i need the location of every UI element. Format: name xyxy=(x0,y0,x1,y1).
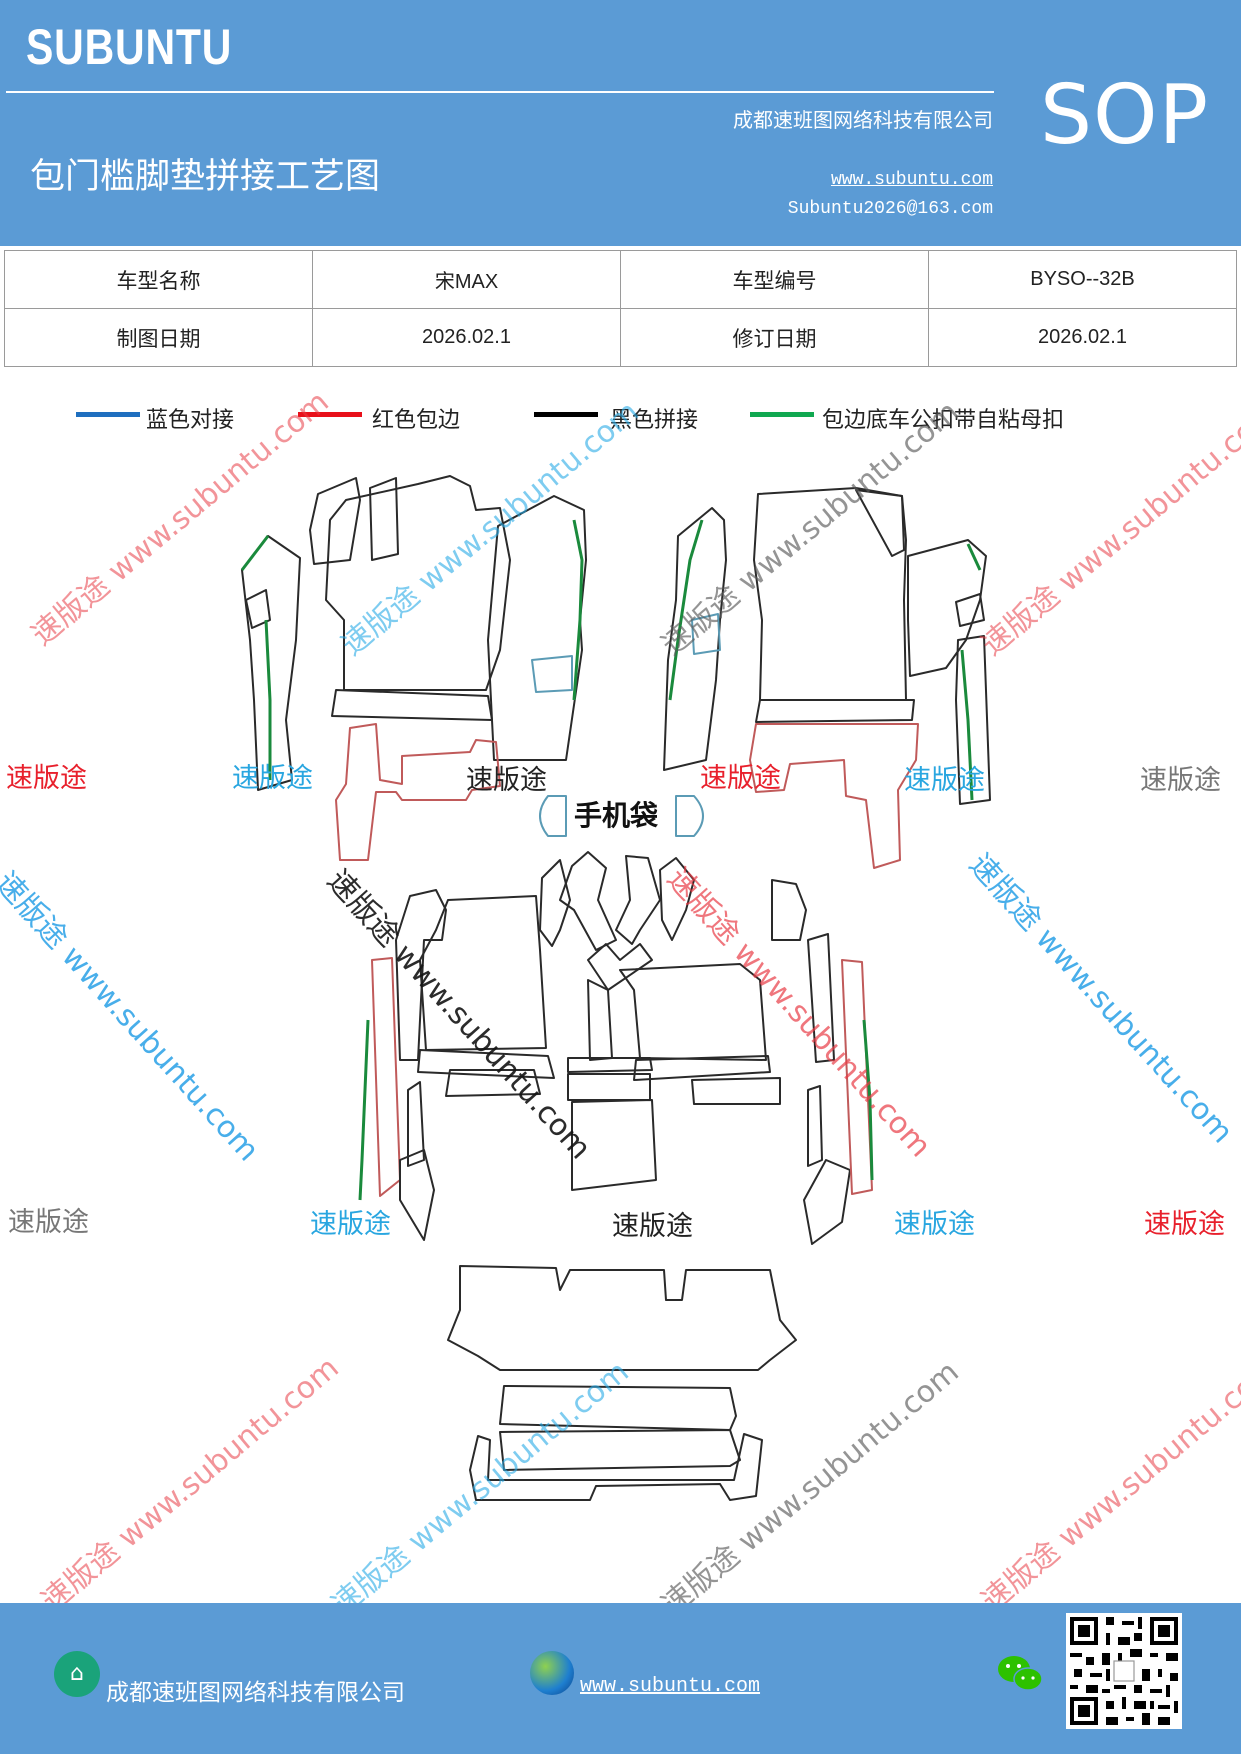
document-title: 包门槛脚垫拼接工艺图 xyxy=(30,157,381,197)
legend-item-red: 红色包边 xyxy=(298,404,478,434)
footer-company: 成都速班图网络科技有限公司 xyxy=(106,1680,405,1706)
qr-code xyxy=(1066,1613,1182,1729)
header-banner: SUBUNTU 成都速班图网络科技有限公司 包门槛脚垫拼接工艺图 www.sub… xyxy=(0,0,1241,246)
table-cell: 修订日期 xyxy=(620,308,929,367)
table-cell: 车型名称 xyxy=(4,250,313,309)
floor-mat-diagram xyxy=(240,475,991,1501)
legend-label: 红色包边 xyxy=(372,408,461,433)
legend-label: 蓝色对接 xyxy=(146,408,235,433)
legend-item-green: 包边底车公扣带自粘母扣 xyxy=(750,404,1150,434)
brand-logo: SUBUNTU xyxy=(26,19,233,75)
footer-url-link[interactable]: www.subuntu.com xyxy=(580,1675,761,1698)
middle-row-mat-group xyxy=(371,851,873,1245)
legend-label: 包边底车公扣带自粘母扣 xyxy=(822,408,1065,433)
table-cell: 2026.02.1 xyxy=(928,308,1237,367)
footer-banner: ⌂ 成都速班图网络科技有限公司 www.subuntu.com xyxy=(0,1603,1241,1754)
green-edge-markers xyxy=(240,519,982,1201)
globe-icon xyxy=(530,1651,574,1695)
front-right-mat-group xyxy=(663,487,991,869)
table-cell: 制图日期 xyxy=(4,308,313,367)
table-row: 车型名称 宋MAX 车型编号 BYSO--32B xyxy=(4,250,1237,309)
header-url-link[interactable]: www.subuntu.com xyxy=(830,170,993,190)
rear-mat-group xyxy=(447,1265,797,1501)
wechat-icon[interactable] xyxy=(996,1653,1044,1695)
legend-swatch xyxy=(750,412,814,417)
legend-swatch xyxy=(534,412,598,417)
legend-swatch xyxy=(76,412,140,417)
vehicle-info-table: 车型名称 宋MAX 车型编号 BYSO--32B 制图日期 2026.02.1 … xyxy=(4,250,1237,367)
header-email: Subuntu2026@163.com xyxy=(787,199,993,219)
legend-item-blue: 蓝色对接 xyxy=(76,404,256,434)
table-cell: BYSO--32B xyxy=(928,250,1237,309)
table-row: 制图日期 2026.02.1 修订日期 2026.02.1 xyxy=(4,308,1237,367)
phone-bag-label: 手机袋 xyxy=(574,799,659,832)
header-company: 成都速班图网络科技有限公司 xyxy=(733,108,993,132)
legend-label: 黑色拼接 xyxy=(610,408,699,433)
legend-swatch xyxy=(298,412,362,417)
table-cell: 车型编号 xyxy=(620,250,929,309)
phone-bag-right xyxy=(675,795,704,837)
front-left-mat-group xyxy=(241,475,587,861)
phone-bag-left xyxy=(539,795,567,837)
legend-item-black: 黑色拼接 xyxy=(534,404,714,434)
table-cell: 2026.02.1 xyxy=(312,308,621,367)
header-divider xyxy=(6,91,994,93)
table-cell: 宋MAX xyxy=(312,250,621,309)
sop-badge: SOP xyxy=(1040,68,1210,163)
company-icon: ⌂ xyxy=(54,1651,100,1697)
